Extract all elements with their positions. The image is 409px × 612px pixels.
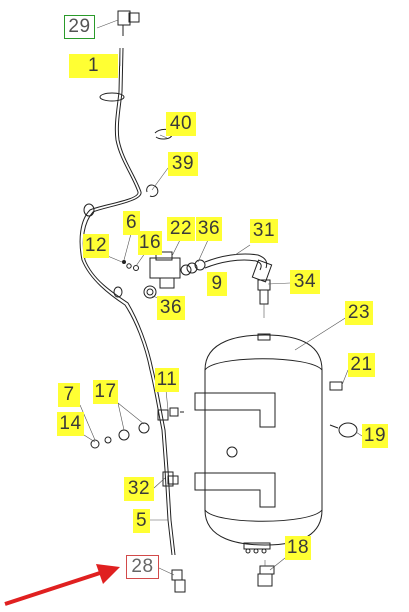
leader-lines — [79, 19, 363, 576]
callout-36-bottom: 36 — [157, 296, 185, 320]
callout-22: 22 — [167, 217, 195, 241]
bottom-fitting-part — [257, 560, 275, 587]
callout-11: 11 — [155, 368, 179, 392]
callout-7: 7 — [58, 383, 80, 407]
callout-28: 28 — [126, 555, 159, 579]
callout-39: 39 — [168, 152, 198, 176]
callout-6: 6 — [123, 211, 140, 235]
callout-18: 18 — [285, 536, 311, 560]
callout-19: 19 — [362, 424, 388, 448]
callout-31: 31 — [250, 219, 278, 243]
callout-12: 12 — [83, 234, 109, 258]
callout-34: 34 — [290, 270, 320, 294]
small-fittings — [122, 260, 139, 271]
connector-part — [157, 407, 184, 421]
callout-5: 5 — [133, 509, 150, 533]
callout-17: 17 — [93, 380, 118, 404]
callout-29: 29 — [64, 15, 95, 39]
tee-fitting-part — [162, 471, 179, 487]
washer-parts — [90, 422, 150, 449]
tank-fitting-part — [257, 279, 271, 318]
callout-40: 40 — [166, 112, 196, 136]
top-fitting-part — [117, 10, 140, 36]
callout-23: 23 — [345, 301, 373, 325]
valve-assembly-part — [143, 251, 206, 299]
callout-32: 32 — [124, 477, 154, 501]
end-fitting-part — [171, 569, 186, 593]
drain-plug-part — [329, 381, 343, 391]
callout-21: 21 — [348, 353, 375, 377]
callout-1: 1 — [69, 54, 118, 78]
callout-36-top: 36 — [196, 217, 222, 241]
pointer-arrow — [4, 564, 120, 606]
callout-9: 9 — [207, 272, 227, 296]
drain-valve-part — [329, 422, 358, 438]
callout-14: 14 — [57, 412, 84, 436]
hose-part — [204, 253, 273, 283]
callout-16: 16 — [138, 231, 162, 255]
air-tank-part — [194, 333, 323, 554]
clamp-part — [146, 184, 159, 197]
